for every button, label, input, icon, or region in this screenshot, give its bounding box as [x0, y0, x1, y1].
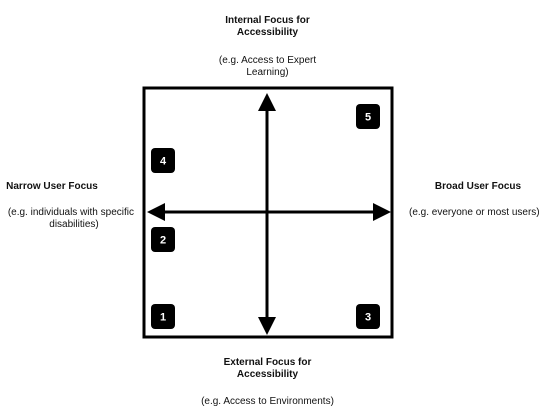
- left-note-line2: disabilities): [49, 219, 99, 230]
- badge-4: 4: [151, 148, 175, 173]
- top-note-line2: Learning): [246, 67, 289, 78]
- bottom-title-line1: External Focus for: [223, 357, 312, 368]
- right-title: Broad User Focus: [434, 181, 522, 192]
- right-note: (e.g. everyone or most users): [409, 207, 540, 218]
- badge-3: 3: [356, 304, 380, 329]
- quadrant-frame: [142, 86, 394, 339]
- badge-3-label: 3: [365, 312, 371, 324]
- badge-5-label: 5: [365, 112, 371, 124]
- top-title-line1: Internal Focus for: [225, 15, 310, 26]
- top-note-line1: (e.g. Access to Expert: [218, 55, 317, 66]
- badge-2: 2: [151, 227, 175, 252]
- top-title-line2: Accessibility: [236, 27, 299, 38]
- bottom-title-line2: Accessibility: [236, 369, 299, 380]
- badge-1-label: 1: [160, 312, 166, 324]
- badge-5: 5: [356, 104, 380, 129]
- badge-4-label: 4: [160, 156, 167, 168]
- bottom-note: (e.g. Access to Environments): [201, 396, 334, 407]
- badge-1: 1: [151, 304, 175, 329]
- left-title: Narrow User Focus: [6, 181, 98, 192]
- badge-2-label: 2: [160, 235, 166, 247]
- left-note-line1: (e.g. individuals with specific: [7, 207, 134, 218]
